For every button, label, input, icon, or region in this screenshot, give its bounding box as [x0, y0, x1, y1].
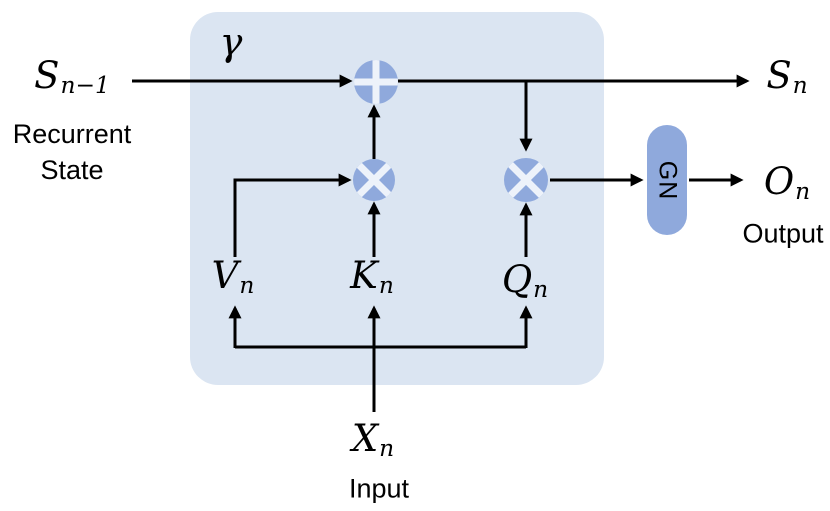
next-state-symbol: Sn [766, 54, 808, 99]
times-icon [353, 159, 395, 201]
add-node [354, 60, 398, 104]
plus-icon [354, 60, 398, 104]
key-symbol: Kn [350, 254, 394, 299]
groupnorm-block: GN [647, 125, 687, 235]
input-symbol: Xn [351, 417, 395, 462]
arrow-lines [132, 74, 750, 412]
multiply-node-kv [353, 159, 395, 201]
multiply-node-q [504, 158, 548, 202]
prev-state-symbol: Sn−1 [34, 54, 110, 99]
times-icon [504, 158, 548, 202]
prev-state-caption: Recurrent State [12, 119, 132, 185]
output-caption: Output [742, 218, 824, 249]
output-symbol: On [763, 160, 811, 205]
input-caption: Input [348, 473, 410, 504]
query-symbol: Qn [501, 258, 549, 303]
groupnorm-label: GN [653, 160, 682, 200]
gamma-decay-label: γ [219, 20, 243, 64]
arrow-value-to-multiply-kv [233, 173, 352, 257]
value-symbol: Vn [211, 254, 255, 299]
